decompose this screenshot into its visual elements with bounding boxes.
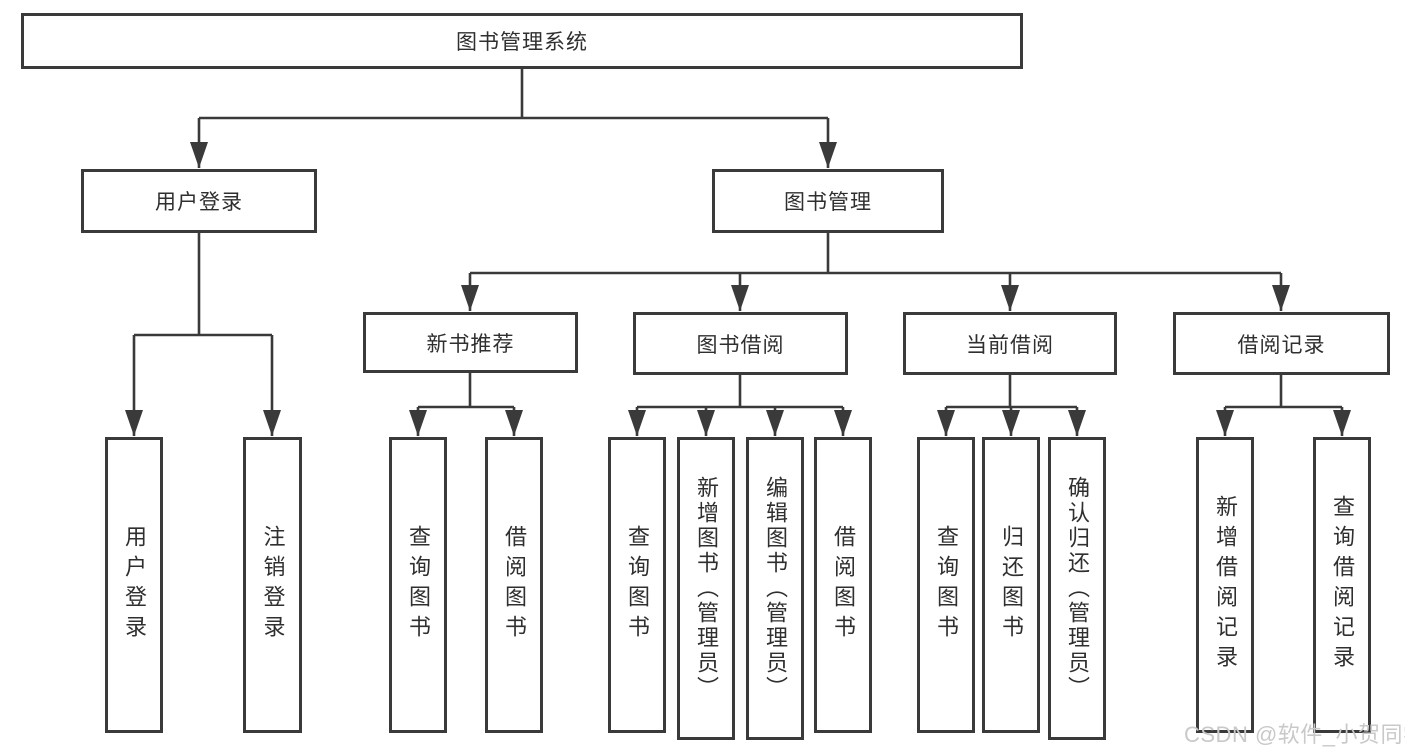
node-root-system: 图书管理系统 — [21, 13, 1023, 69]
node-label: 查询图书 — [406, 525, 431, 645]
leaf-query-books-borrow: 查询图书 — [608, 437, 666, 733]
leaf-add-borrow-record: 新增借阅记录 — [1196, 437, 1254, 733]
node-label: 归还图书 — [999, 525, 1024, 645]
leaf-return-books: 归还图书 — [982, 437, 1040, 733]
node-label: 编辑图书（管理员） — [763, 476, 788, 701]
node-label: 图书管理 — [784, 191, 872, 214]
node-user-login-branch: 用户登录 — [81, 169, 317, 233]
leaf-query-books-current: 查询图书 — [917, 437, 975, 733]
leaf-confirm-return-admin: 确认归还（管理员） — [1048, 437, 1106, 740]
node-label: 用户登录 — [122, 525, 147, 645]
leaf-borrow-books-recommend: 借阅图书 — [485, 437, 543, 733]
node-label: 查询图书 — [625, 525, 650, 645]
node-label: 用户登录 — [155, 191, 243, 214]
node-label: 借阅图书 — [831, 525, 856, 645]
node-label: 借阅图书 — [502, 525, 527, 645]
node-label: 图书管理系统 — [456, 31, 588, 54]
leaf-borrow-books: 借阅图书 — [814, 437, 872, 733]
node-label: 图书借阅 — [696, 333, 785, 357]
node-label: 新增图书（管理员） — [694, 476, 719, 701]
node-label: 确认归还（管理员） — [1065, 476, 1090, 701]
node-label: 查询图书 — [934, 525, 959, 645]
node-label: 当前借阅 — [966, 333, 1054, 357]
node-book-management-branch: 图书管理 — [712, 169, 944, 233]
node-current-borrow: 当前借阅 — [903, 312, 1117, 375]
node-new-book-recommend: 新书推荐 — [363, 312, 578, 373]
node-label: 注销登录 — [260, 525, 286, 645]
node-book-borrow: 图书借阅 — [633, 312, 848, 375]
csdn-watermark: CSDN @软件_小贺同学 — [1184, 722, 1405, 747]
leaf-add-books-admin: 新增图书（管理员） — [677, 437, 735, 740]
leaf-query-books-recommend: 查询图书 — [389, 437, 447, 733]
node-label: 借阅记录 — [1237, 333, 1326, 357]
leaf-query-borrow-record: 查询借阅记录 — [1313, 437, 1371, 733]
leaf-logout: 注销登录 — [243, 437, 302, 733]
node-label: 新增借阅记录 — [1213, 495, 1238, 675]
node-label: 新书推荐 — [426, 332, 515, 356]
leaf-user-login: 用户登录 — [105, 437, 163, 733]
node-borrow-record: 借阅记录 — [1173, 312, 1390, 375]
node-label: 查询借阅记录 — [1330, 495, 1355, 675]
leaf-edit-books-admin: 编辑图书（管理员） — [746, 437, 804, 740]
